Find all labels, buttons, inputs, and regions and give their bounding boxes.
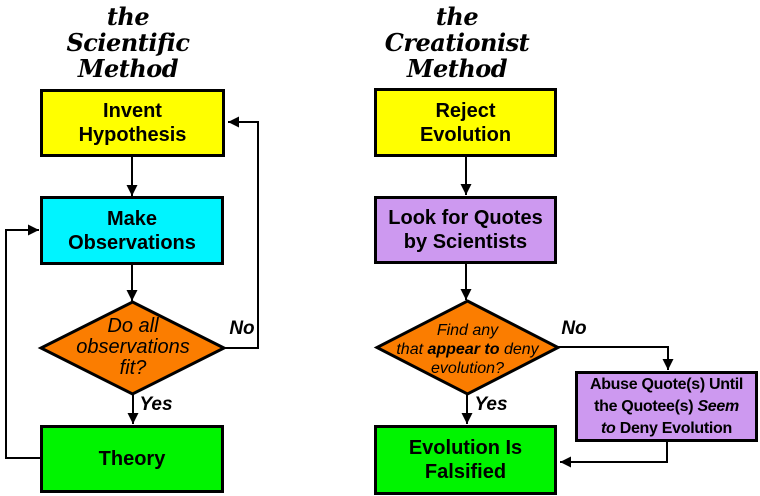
decision-diamond-scientific [37, 300, 228, 396]
node-label-line: Evolution [419, 123, 512, 146]
title-line: Method [406, 54, 508, 83]
node-label-line: Evolution Is [408, 437, 523, 459]
left-chart-title: the Scientific Method [28, 4, 228, 82]
title-line: the [106, 2, 150, 31]
node-reject-evolution: Reject Evolution [374, 88, 557, 157]
arrow-decision-no-to-invent [224, 116, 259, 349]
node-look-for-quotes: Look for Quotes by Scientists [374, 196, 557, 264]
node-label-line: to Deny Evolution [601, 419, 732, 437]
title-line: Scientific [66, 28, 190, 57]
decision-diamond-creationist [373, 299, 562, 396]
node-label-line: Observations [68, 231, 196, 254]
node-label-line: Theory [98, 448, 166, 470]
node-invent-hypothesis: Invent Hypothesis [40, 89, 225, 157]
node-label-line: Abuse Quote(s) Until [589, 375, 744, 393]
edge-label-yes-right: Yes [474, 394, 508, 415]
decision-line: that appear to deny [396, 341, 539, 358]
node-label-line: Make [106, 207, 158, 230]
arrow-abuse-to-falsified [560, 442, 668, 468]
edge-label-yes-left: Yes [139, 394, 173, 415]
title-line: Creationist [384, 28, 530, 57]
decision-line: observations [76, 336, 190, 358]
decision-line: evolution? [431, 360, 504, 377]
node-label-line: Look for Quotes [388, 207, 543, 229]
node-evolution-is-falsified: Evolution Is Falsified [374, 425, 557, 495]
node-abuse-quotes: Abuse Quote(s) Until the Quotee(s) Seem … [575, 371, 758, 442]
decision-text-appear-to-deny: Find any that appear to deny evolution? [377, 321, 558, 378]
title-line: Method [77, 54, 179, 83]
node-label-line: by Scientists [403, 231, 528, 253]
decision-line: Do all [107, 315, 159, 337]
arrow-theory-to-observe-loop [5, 224, 40, 459]
node-label-line: Falsified [424, 461, 507, 483]
arrow-decision-no-to-abuse [558, 346, 674, 370]
node-theory: Theory [40, 425, 224, 493]
decision-text-observations-fit: Do all observations fit? [42, 316, 224, 379]
node-label-line: Reject [435, 99, 496, 122]
node-label-line: Hypothesis [78, 124, 187, 146]
node-make-observations: Make Observations [40, 196, 224, 265]
decision-line: Find any [436, 322, 499, 339]
title-line: the [435, 2, 479, 31]
edge-label-no-left: No [229, 318, 255, 339]
edge-label-no-right: No [561, 318, 587, 339]
right-chart-title: the Creationist Method [357, 4, 557, 82]
node-label-line: the Quotee(s) Seem [594, 397, 739, 415]
decision-line: fit? [119, 357, 147, 379]
node-label-line: Invent [103, 100, 162, 122]
